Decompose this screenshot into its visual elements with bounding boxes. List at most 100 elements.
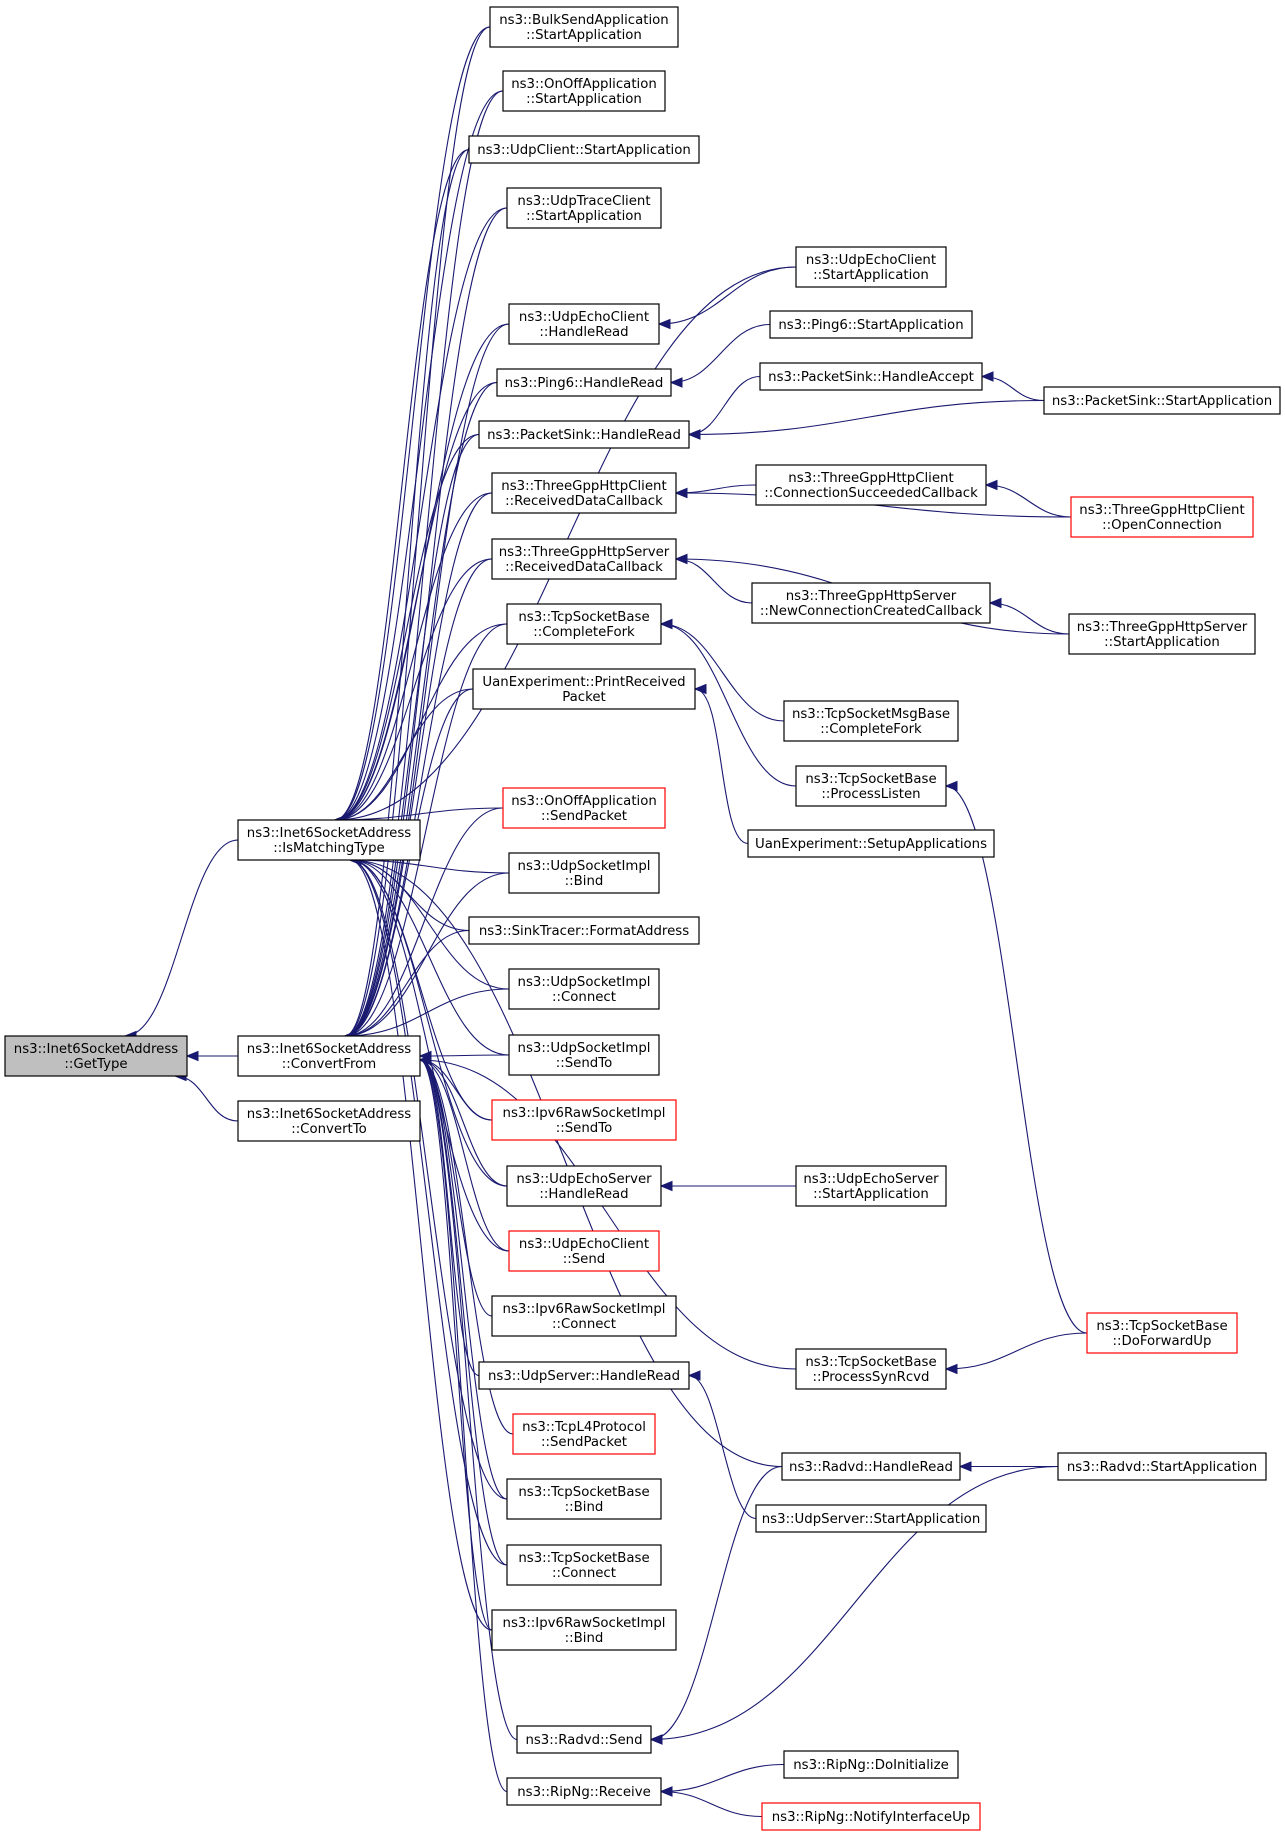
edge-arrowhead	[687, 1370, 701, 1381]
node-tcpsb-processsynrcvd[interactable]: ns3::TcpSocketBase::ProcessSynRcvd	[795, 1348, 947, 1390]
node-radvd-send[interactable]: ns3::Radvd::Send	[516, 1725, 652, 1754]
node-box	[502, 787, 666, 829]
node-tgserver-start[interactable]: ns3::ThreeGppHttpServer::StartApplicatio…	[1068, 613, 1256, 655]
node-ping6-start[interactable]: ns3::Ping6::StartApplication	[769, 310, 973, 339]
node-ipv6raw-bind[interactable]: ns3::Ipv6RawSocketImpl::Bind	[491, 1609, 677, 1651]
call-edge-tcpsb_completefork-tcpsb_processlisten	[659, 618, 797, 787]
node-tgclient-connsucceeded[interactable]: ns3::ThreeGppHttpClient::ConnectionSucce…	[755, 464, 987, 506]
node-convertto[interactable]: ns3::Inet6SocketAddress::ConvertTo	[237, 1100, 421, 1142]
edge-line	[419, 1059, 510, 1252]
node-box	[237, 819, 421, 861]
node-label-line: ns3::PacketSink::StartApplication	[1052, 394, 1272, 409]
node-box	[506, 187, 662, 229]
node-label-line: ::HandleRead	[539, 1187, 628, 1202]
node-packetsink-start[interactable]: ns3::PacketSink::StartApplication	[1043, 386, 1281, 415]
call-edge-convertfrom-tgclient_received	[343, 492, 493, 1042]
node-box	[512, 1413, 656, 1455]
node-udpsocketimpl-connect[interactable]: ns3::UdpSocketImpl::Connect	[508, 968, 660, 1010]
node-packetsink-handleaccept[interactable]: ns3::PacketSink::HandleAccept	[759, 362, 983, 391]
node-box	[478, 420, 690, 449]
call-edge-tgserver_newconn-tgserver_start	[988, 597, 1070, 635]
node-radvd-start[interactable]: ns3::Radvd::StartApplication	[1057, 1452, 1267, 1481]
node-udpsocketimpl-sendto[interactable]: ns3::UdpSocketImpl::SendTo	[508, 1034, 660, 1076]
edge-line	[658, 266, 797, 325]
node-udpechoserver-handleread[interactable]: ns3::UdpEchoServer::HandleRead	[506, 1165, 662, 1207]
node-bulksend-start[interactable]: ns3::BulkSendApplication::StartApplicati…	[489, 6, 679, 48]
node-tgclient-openconn[interactable]: ns3::ThreeGppHttpClient::OpenConnection	[1070, 496, 1254, 538]
node-tcpmsgbase-completefork[interactable]: ns3::TcpSocketMsgBase::CompleteFork	[783, 700, 959, 742]
node-box	[491, 1099, 677, 1141]
node-radvd-handleread[interactable]: ns3::Radvd::HandleRead	[781, 1452, 961, 1481]
node-gettype[interactable]: ns3::Inet6SocketAddress::GetType	[4, 1035, 188, 1077]
node-label-line: ns3::TcpSocketBase	[805, 1355, 936, 1370]
node-sinktracer-format[interactable]: ns3::SinkTracer::FormatAddress	[468, 916, 700, 945]
node-label-line: UanExperiment::SetupApplications	[755, 837, 987, 852]
edge-line	[344, 207, 508, 1037]
node-label-line: ns3::TcpL4Protocol	[522, 1420, 646, 1435]
node-udpechoserver-start[interactable]: ns3::UdpEchoServer::StartApplication	[795, 1165, 947, 1207]
node-ping6-handleread[interactable]: ns3::Ping6::HandleRead	[496, 368, 672, 397]
node-label-line: ns3::Ping6::HandleRead	[505, 376, 664, 391]
node-ripng-receive[interactable]: ns3::RipNg::Receive	[506, 1777, 662, 1806]
node-udpechoclient-send[interactable]: ns3::UdpEchoClient::Send	[508, 1230, 660, 1272]
call-edge-tcpsb_processlisten-tcpsb_doforwardup	[944, 780, 1088, 1334]
node-tgserver-newconn[interactable]: ns3::ThreeGppHttpServer::NewConnectionCr…	[751, 582, 991, 624]
edge-arrowhead	[418, 1054, 432, 1066]
edge-line	[945, 785, 1088, 1334]
call-edge-gettype-ismatchingtype	[123, 839, 239, 1042]
node-box	[506, 603, 662, 645]
node-udpechoclient-handleread[interactable]: ns3::UdpEchoClient::HandleRead	[508, 303, 660, 345]
node-label-line: ns3::SinkTracer::FormatAddress	[479, 924, 689, 939]
node-udpserver-start[interactable]: ns3::UdpServer::StartApplication	[755, 1504, 987, 1533]
node-label-line: ::ConnectionSucceededCallback	[764, 486, 978, 501]
node-tgclient-received[interactable]: ns3::ThreeGppHttpClient::ReceivedDataCal…	[491, 472, 677, 514]
node-uan-setupapps[interactable]: UanExperiment::SetupApplications	[747, 829, 995, 858]
node-tcpsb-doforwardup[interactable]: ns3::TcpSocketBase::DoForwardUp	[1086, 1312, 1238, 1354]
node-label-line: ::ReceivedDataCallback	[505, 560, 663, 575]
node-convertfrom[interactable]: ns3::Inet6SocketAddress::ConvertFrom	[237, 1035, 421, 1077]
node-udpsocketimpl-bind[interactable]: ns3::UdpSocketImpl::Bind	[508, 852, 660, 894]
node-ipv6raw-connect[interactable]: ns3::Ipv6RawSocketImpl::Connect	[491, 1295, 677, 1337]
node-tcpsb-completefork[interactable]: ns3::TcpSocketBase::CompleteFork	[506, 603, 662, 645]
edge-line	[334, 623, 508, 821]
edge-line	[419, 1059, 493, 1317]
node-box	[755, 464, 987, 506]
node-label-line: ns3::Inet6SocketAddress	[247, 1042, 412, 1057]
node-onoff-sendpacket[interactable]: ns3::OnOffApplication::SendPacket	[502, 787, 666, 829]
node-box	[783, 700, 959, 742]
node-box	[1057, 1452, 1267, 1481]
node-ripng-doinit[interactable]: ns3::RipNg::DoInitialize	[783, 1750, 959, 1779]
edge-line	[124, 839, 239, 1037]
node-ipv6raw-sendto[interactable]: ns3::Ipv6RawSocketImpl::SendTo	[491, 1099, 677, 1141]
call-edge-ripng_receive-ripng_doinit	[659, 1763, 785, 1797]
node-tcpl4-sendpacket[interactable]: ns3::TcpL4Protocol::SendPacket	[512, 1413, 656, 1455]
node-tgserver-received[interactable]: ns3::ThreeGppHttpServer::ReceivedDataCal…	[491, 538, 677, 580]
node-tcpsb-processlisten[interactable]: ns3::TcpSocketBase::ProcessListen	[795, 765, 947, 807]
node-label-line: ns3::TcpSocketBase	[518, 1485, 649, 1500]
node-packetsink-handleread[interactable]: ns3::PacketSink::HandleRead	[478, 420, 690, 449]
node-udpechoclient-start[interactable]: ns3::UdpEchoClient::StartApplication	[795, 246, 947, 288]
node-box	[1043, 386, 1281, 415]
edge-line	[334, 558, 493, 821]
node-box	[755, 1504, 987, 1533]
node-label-line: ::Connect	[552, 1317, 616, 1332]
node-udptraceclient-start[interactable]: ns3::UdpTraceClient::StartApplication	[506, 187, 662, 229]
node-onoff-start[interactable]: ns3::OnOffApplication::StartApplication	[502, 70, 666, 112]
node-udpserver-handleread[interactable]: ns3::UdpServer::HandleRead	[478, 1361, 690, 1390]
node-tcpsb-bind[interactable]: ns3::TcpSocketBase::Bind	[506, 1478, 662, 1520]
edge-line	[349, 859, 508, 1566]
edge-line	[334, 492, 493, 821]
node-label-line: ns3::Inet6SocketAddress	[14, 1042, 179, 1057]
node-ripng-notifyup[interactable]: ns3::RipNg::NotifyInterfaceUp	[761, 1802, 981, 1831]
node-label-line: ns3::RipNg::Receive	[517, 1785, 651, 1800]
node-udpclient-start[interactable]: ns3::UdpClient::StartApplication	[468, 135, 700, 164]
node-ismatchingtype[interactable]: ns3::Inet6SocketAddress::IsMatchingType	[237, 819, 421, 861]
node-label-line: ::SendTo	[556, 1121, 612, 1136]
edge-line	[349, 859, 783, 1468]
call-edge-ismatchingtype-tgclient_received	[333, 492, 493, 826]
node-tcpsb-connect[interactable]: ns3::TcpSocketBase::Connect	[506, 1544, 662, 1586]
node-label-line: ns3::UdpClient::StartApplication	[477, 143, 691, 158]
edge-line	[344, 807, 504, 1037]
node-label-line: ns3::ThreeGppHttpServer	[499, 545, 670, 560]
